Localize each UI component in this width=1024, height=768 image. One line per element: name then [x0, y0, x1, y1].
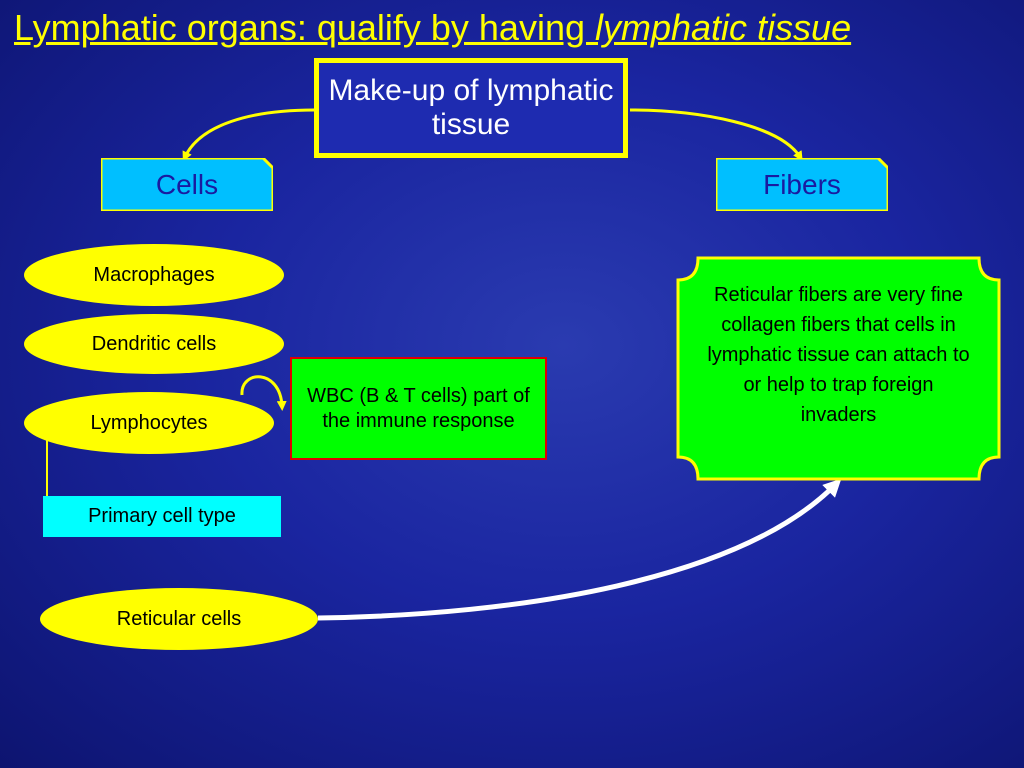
wbc-note-box: WBC (B & T cells) part of the immune res…: [290, 357, 547, 460]
arrow-to-cells: [182, 108, 315, 162]
reticular-fibers-shape: [676, 256, 1001, 481]
reticular-cells-ellipse: Reticular cells: [40, 588, 318, 650]
cells-label-box: Cells: [101, 158, 273, 211]
lymphocytes-ellipse: Lymphocytes: [24, 392, 274, 454]
dendritic-cells-ellipse: Dendritic cells: [24, 314, 284, 374]
fibers-label-box: Fibers: [716, 158, 888, 211]
makeup-box: Make-up of lymphatic tissue: [314, 58, 628, 158]
fibers-label: Fibers: [763, 168, 841, 200]
slide-title: Lymphatic organs: qualify by having lymp…: [14, 6, 1014, 49]
cells-label-shape: [101, 158, 273, 211]
fibers-label-shape: [716, 158, 888, 211]
primary-cell-type-box: Primary cell type: [43, 496, 281, 537]
reticular-fibers-text: Reticular fibers are very fine collagen …: [707, 284, 970, 426]
cells-label: Cells: [155, 168, 219, 200]
reticular-fibers-box: Reticular fibers are very fine collagen …: [676, 256, 1001, 481]
reticular-cells-to-fibers-arrow: [317, 478, 842, 621]
macrophages-ellipse: Macrophages: [24, 244, 284, 306]
title-prefix: Lymphatic organs: qualify by having: [14, 7, 595, 48]
lymphocytes-to-wbc-arrow: [240, 375, 287, 411]
title-emphasis: lymphatic tissue: [595, 7, 852, 48]
arrow-to-fibers: [629, 108, 803, 162]
